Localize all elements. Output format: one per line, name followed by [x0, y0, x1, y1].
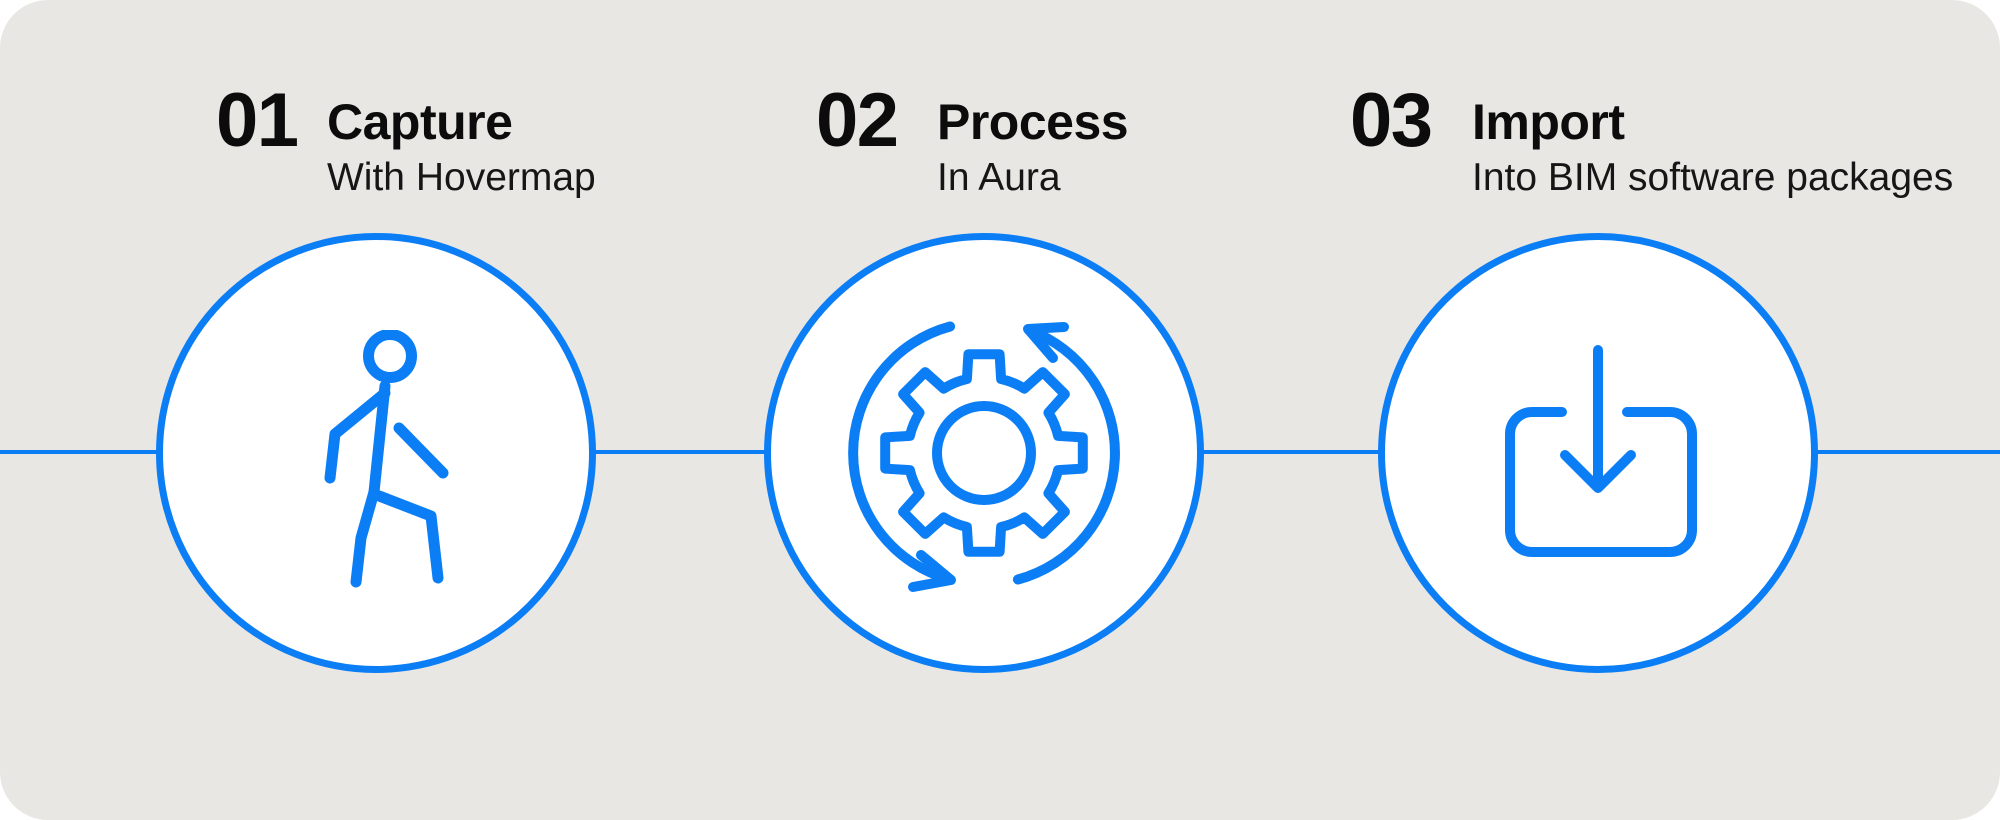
step-3-number: 03: [1350, 78, 1433, 163]
step-1-circle: [156, 233, 596, 673]
step-1-title: Capture: [327, 94, 513, 150]
step-2-header: Process In Aura: [937, 94, 1129, 199]
step-3-title: Import: [1472, 94, 1625, 150]
step-3-circle: [1378, 233, 1818, 673]
walking-person-icon: [324, 330, 449, 588]
step-2-title: Process: [937, 94, 1129, 150]
step-1-subtitle: With Hovermap: [327, 156, 596, 199]
step-2-number: 02: [816, 78, 899, 163]
step-1-number: 01: [216, 78, 299, 163]
step-2-subtitle: In Aura: [937, 156, 1061, 199]
step-2-circle: [764, 233, 1204, 673]
import-tray-icon: [1505, 345, 1697, 557]
step-3-subtitle: Into BIM software packages: [1472, 156, 1954, 199]
process-cycle-gear-icon: [848, 321, 1120, 592]
step-3-header: Import Into BIM software packages: [1472, 97, 1953, 199]
step-1-header: Capture With Hovermap: [327, 97, 596, 199]
